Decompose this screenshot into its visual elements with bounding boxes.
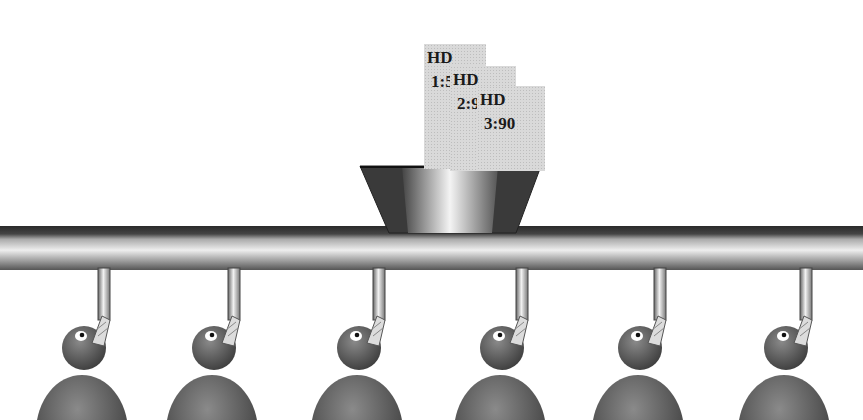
bird-figure [166,268,258,420]
hopper-shine [402,166,498,233]
card-value: 3:90 [480,112,542,136]
hopper-rim [360,166,541,168]
hopper [360,166,541,233]
bird-figure [36,268,128,420]
index-card: HD3:90 [477,86,545,171]
bird-figure [738,268,830,420]
bird-figure [454,268,546,420]
card-heading: HD [480,88,542,112]
bird-figure [311,268,403,420]
bird-figure [592,268,684,420]
pipe [0,226,863,270]
